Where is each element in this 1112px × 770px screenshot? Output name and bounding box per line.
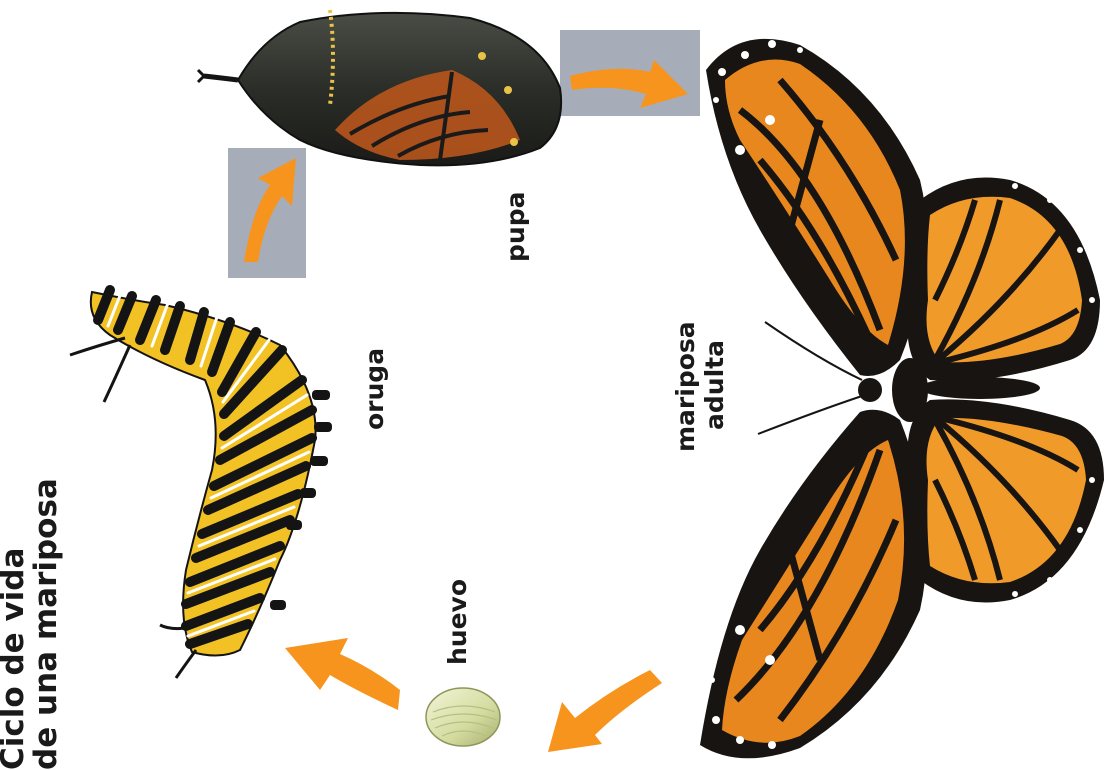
arrow-icon: [560, 30, 700, 116]
title-line-1: Ciclo de vida: [0, 548, 29, 770]
arrow-icon: [285, 638, 400, 710]
label-pupa: pupa: [503, 192, 529, 262]
arrow-icon: [228, 148, 306, 278]
label-caterpillar: oruga: [362, 348, 388, 430]
label-adult-line-1: mariposa: [673, 321, 699, 452]
label-egg: huevo: [445, 579, 471, 665]
arrow-icon: [548, 670, 662, 752]
title-line-2: de una mariposa: [31, 478, 62, 770]
egg-icon: [426, 688, 500, 746]
caterpillar-icon: [70, 290, 332, 678]
pupa-icon: [198, 10, 561, 165]
butterfly-icon: [700, 39, 1104, 758]
label-adult-line-2: adulta: [702, 340, 728, 430]
